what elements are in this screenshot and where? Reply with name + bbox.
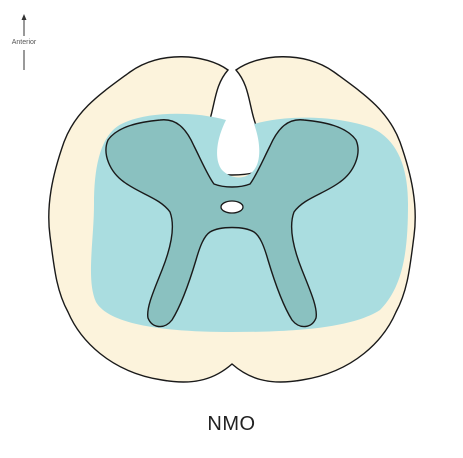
orientation-indicator: Anterior — [6, 14, 42, 70]
orientation-label: Anterior — [6, 38, 42, 47]
diagram-caption: NMO — [0, 413, 463, 436]
central-canal — [221, 201, 243, 213]
